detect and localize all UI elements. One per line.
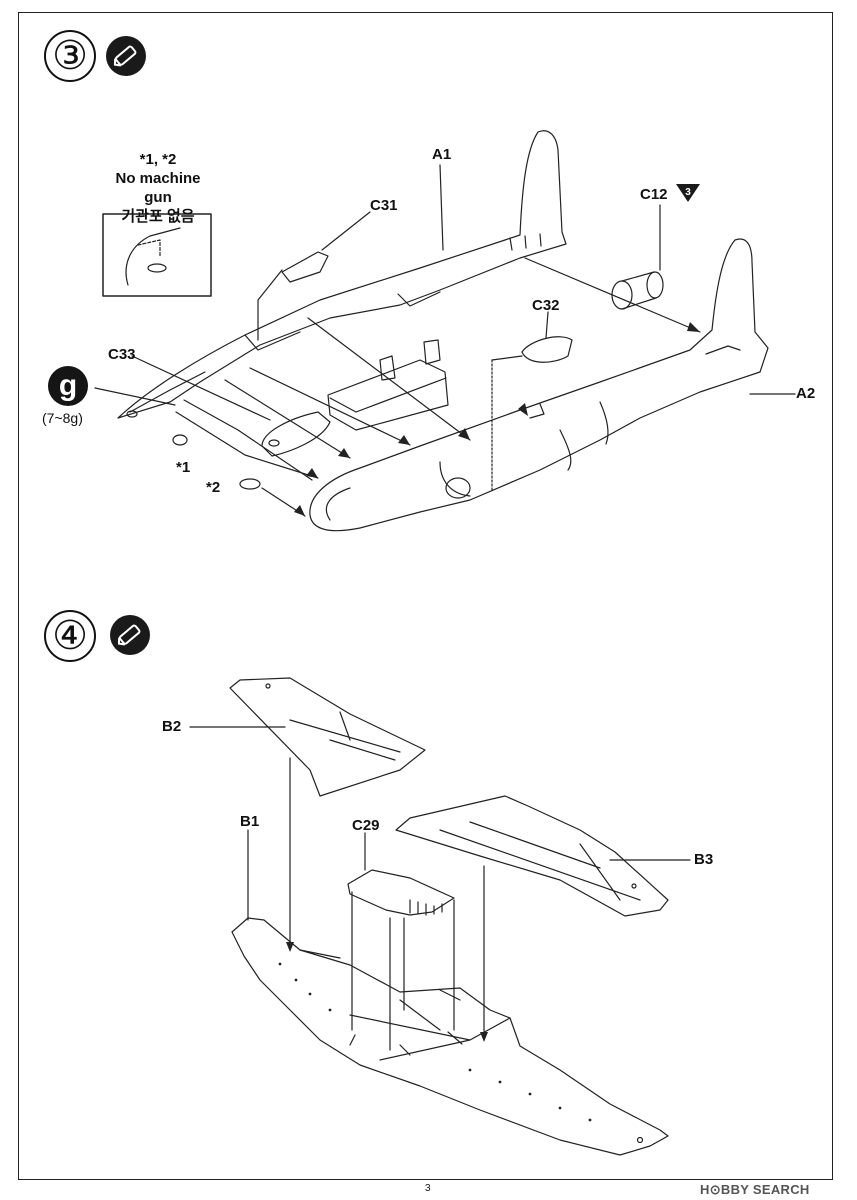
cockpit-floor-edge bbox=[329, 377, 447, 413]
label-a1: A1 bbox=[432, 146, 452, 163]
arrowhead bbox=[286, 942, 294, 952]
arrowhead bbox=[294, 505, 305, 516]
inset-panel bbox=[137, 239, 161, 257]
b2-hole bbox=[265, 683, 271, 689]
label-c31: C31 bbox=[370, 197, 398, 214]
guide-nose bbox=[175, 411, 319, 479]
step3-arrowheads bbox=[294, 322, 700, 516]
leader-c31 bbox=[321, 211, 371, 251]
guide-c32-top bbox=[491, 355, 523, 361]
c12-exhaust-front bbox=[611, 280, 633, 310]
fuselage-half-a1 bbox=[117, 130, 567, 419]
a2-canopy-frame bbox=[325, 487, 351, 521]
cockpit-sill bbox=[244, 331, 301, 351]
wing-b2 bbox=[229, 677, 426, 797]
label-mark-2: *2 bbox=[206, 479, 221, 496]
arrowhead bbox=[398, 435, 410, 445]
color-ref-number: 3 bbox=[685, 187, 691, 198]
a2-panel-lines bbox=[559, 401, 609, 471]
glue-pen-glyph bbox=[113, 45, 137, 67]
paint-mix: (7~8g) bbox=[42, 410, 83, 426]
wing-b3 bbox=[395, 795, 669, 917]
guide-tub-front bbox=[307, 317, 471, 441]
guide-c12 bbox=[524, 257, 701, 333]
step4-arrowheads bbox=[286, 942, 488, 1042]
guide-sidewall bbox=[224, 379, 351, 459]
tail-detail-a1 bbox=[509, 233, 542, 251]
cockpit-tub bbox=[327, 359, 449, 431]
part-c31 bbox=[281, 251, 329, 283]
label-b1: B1 bbox=[240, 813, 260, 830]
a2-intake-ring bbox=[445, 477, 471, 499]
page-number: 3 bbox=[425, 1183, 431, 1194]
b3-panel-lines bbox=[439, 821, 641, 901]
b1-edge-detail bbox=[299, 949, 461, 1001]
guide-c31 bbox=[257, 269, 283, 341]
fuselage-half-a2 bbox=[309, 238, 769, 532]
color-ref-badge: 3 bbox=[676, 184, 700, 202]
inset-nose-outline bbox=[125, 227, 181, 286]
arrowhead bbox=[480, 1032, 488, 1042]
label-b3: B3 bbox=[694, 851, 714, 868]
b1-mount-slots bbox=[349, 1031, 463, 1056]
inset-note: *1, *2 No machine gun 기관포 없음 bbox=[100, 150, 216, 226]
glue-pen-icon bbox=[106, 36, 146, 76]
inset-box bbox=[102, 213, 212, 297]
b1-inner-structure bbox=[349, 999, 511, 1061]
a1-nose-hole bbox=[126, 410, 138, 418]
note-korean: 기관포 없음 bbox=[121, 208, 195, 225]
paint-badge-icon: g bbox=[48, 366, 88, 406]
b2-panel-lines bbox=[289, 711, 401, 761]
paint-code: g bbox=[58, 369, 78, 402]
small-part-1 bbox=[172, 434, 188, 446]
label-c32: C32 bbox=[532, 297, 560, 314]
label-c33: C33 bbox=[108, 346, 136, 363]
leader-c32 bbox=[545, 311, 549, 339]
glue-pen-icon bbox=[110, 615, 150, 655]
page-frame bbox=[18, 12, 833, 1180]
lower-wing-b1 bbox=[231, 917, 669, 1156]
arrowhead bbox=[306, 468, 318, 478]
guide-c33 bbox=[183, 399, 313, 481]
label-a2: A2 bbox=[796, 385, 816, 402]
b1-rivet-dots bbox=[278, 962, 592, 1122]
b1-hole bbox=[636, 1136, 644, 1144]
arrowhead bbox=[338, 448, 350, 458]
watermark: H⊙BBY SEARCH bbox=[700, 1182, 810, 1197]
inset-hole bbox=[147, 263, 167, 273]
part-c32 bbox=[521, 336, 573, 363]
part-c33 bbox=[261, 411, 331, 457]
a1-panel-line bbox=[129, 371, 206, 413]
step-3-number: ③ bbox=[44, 30, 96, 82]
cockpit-seats bbox=[379, 339, 441, 381]
note-english: No machine gun bbox=[115, 170, 201, 206]
c33-hole bbox=[268, 439, 280, 447]
arrowhead bbox=[518, 403, 528, 416]
leader-a1 bbox=[439, 164, 444, 251]
guide-tub-back bbox=[249, 367, 411, 446]
c12-exhaust-back bbox=[646, 271, 664, 299]
a2-cockpit-notch bbox=[529, 403, 545, 419]
small-part-2 bbox=[239, 478, 261, 490]
wing-root-a1 bbox=[397, 291, 441, 307]
leader-paint-g bbox=[94, 387, 176, 406]
arrowhead bbox=[458, 428, 470, 440]
arrowhead bbox=[687, 322, 700, 332]
label-b2: B2 bbox=[162, 718, 182, 735]
label-mark-1: *1 bbox=[176, 459, 191, 476]
part-c29 bbox=[347, 869, 455, 916]
label-c12: C12 bbox=[640, 186, 668, 203]
b3-hole bbox=[631, 883, 637, 889]
leader-c33 bbox=[131, 355, 271, 421]
step-4-number: ④ bbox=[44, 610, 96, 662]
c12-exhaust-body bbox=[621, 271, 657, 310]
a2-tail-detail bbox=[705, 345, 741, 355]
c29-ribs bbox=[409, 899, 443, 916]
note-marks: *1, *2 bbox=[139, 151, 177, 168]
label-c29: C29 bbox=[352, 817, 380, 834]
a2-intake bbox=[439, 461, 471, 497]
glue-pen-glyph bbox=[117, 624, 141, 646]
